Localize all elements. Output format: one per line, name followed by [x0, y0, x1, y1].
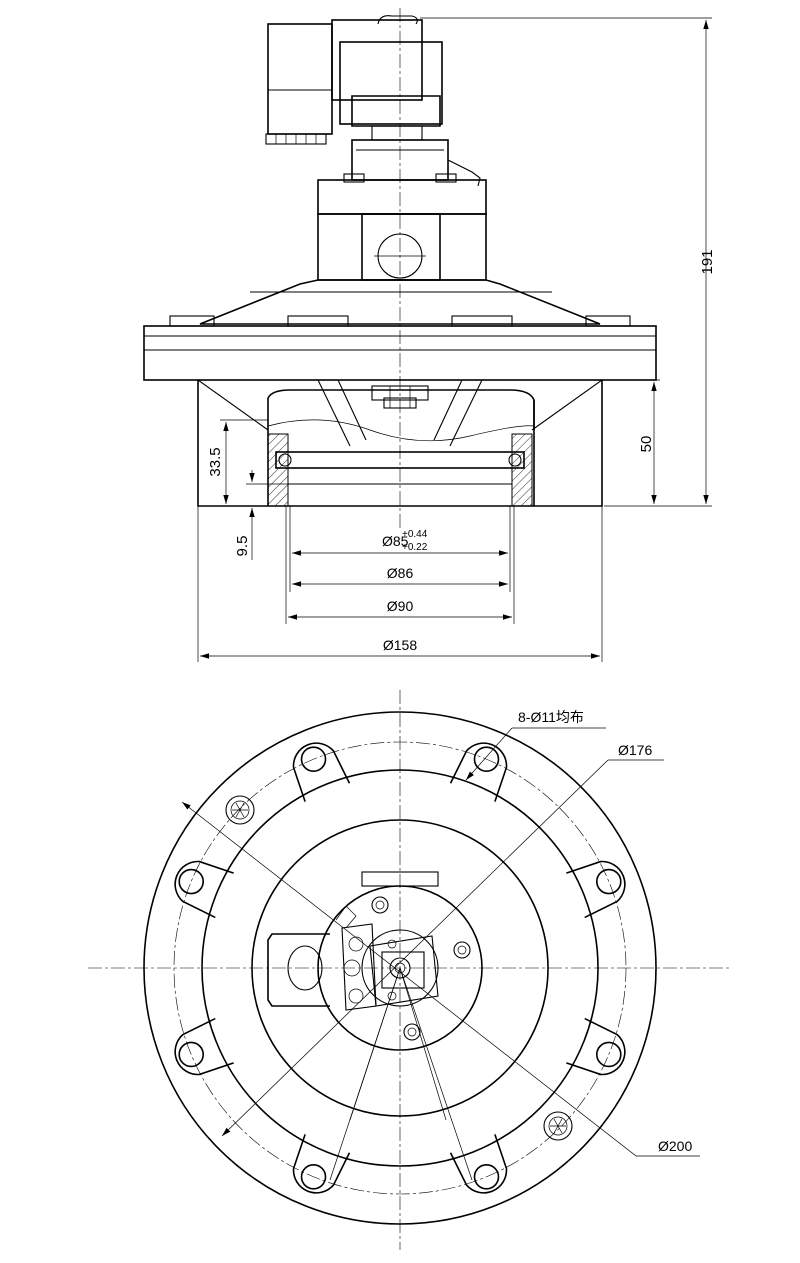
dim-158: Ø158: [383, 637, 417, 653]
dim-9-5: 9.5: [234, 536, 251, 557]
dim-86: Ø86: [387, 565, 414, 581]
construction-lines: [329, 967, 473, 1181]
dim-176: Ø176: [618, 742, 652, 758]
pilot-body: [343, 139, 481, 187]
dim-85-fit: Ø85: [382, 533, 409, 549]
coil-connector: [267, 933, 330, 1007]
front-view: 191 50 33.5 9.5 Ø85 +0.44 +0.22: [143, 8, 716, 662]
mounting-lug: [174, 860, 234, 919]
dim-85-base: Ø85: [382, 533, 409, 549]
dim-85-lower-tol: +0.22: [402, 542, 428, 553]
mounting-lug: [449, 742, 508, 802]
plan-view: Ø200 Ø176 8-Ø11均布: [88, 690, 732, 1250]
plan-dimensions: Ø200 Ø176 8-Ø11均布: [181, 709, 700, 1157]
pilot-top: [335, 871, 471, 1041]
bolt-hole: [300, 1163, 327, 1190]
dim-191: 191: [699, 249, 716, 274]
mounting-lug: [292, 742, 351, 802]
flange-outer-circle: [143, 711, 657, 1225]
dim-85-upper-tol: +0.44: [402, 529, 428, 540]
mounting-lug: [566, 1017, 626, 1076]
valve-cover: [317, 179, 487, 281]
bolt-hole: [178, 868, 205, 895]
mounting-lug: [292, 1134, 351, 1194]
hex-nut-bottom-right: [543, 1111, 573, 1141]
valve-outlet: [197, 379, 603, 507]
main-flange: [143, 325, 657, 381]
dim-33-5: 33.5: [207, 447, 224, 476]
dim-holes: 8-Ø11均布: [518, 709, 584, 725]
bolt-hole: [595, 1041, 622, 1068]
solenoid-coil: [265, 15, 443, 145]
bolt-hole: [473, 746, 500, 773]
dim-200: Ø200: [658, 1138, 692, 1154]
mounting-lug: [174, 1017, 234, 1076]
mounting-lug: [449, 1134, 508, 1194]
front-dimensions: 191 50 33.5 9.5 Ø85 +0.44 +0.22: [197, 17, 716, 662]
mounting-lug: [566, 860, 626, 919]
dim-90: Ø90: [387, 598, 414, 614]
bolt-circle: [173, 741, 627, 1195]
bolt-hole: [300, 746, 327, 773]
bolt-hole: [178, 1041, 205, 1068]
bolt-hole: [473, 1163, 500, 1190]
bolt-hole: [595, 868, 622, 895]
dim-50: 50: [638, 436, 655, 453]
hex-nut-top-left: [225, 795, 255, 825]
flange-cone: [169, 279, 631, 327]
mounting-lugs: [174, 742, 626, 1194]
